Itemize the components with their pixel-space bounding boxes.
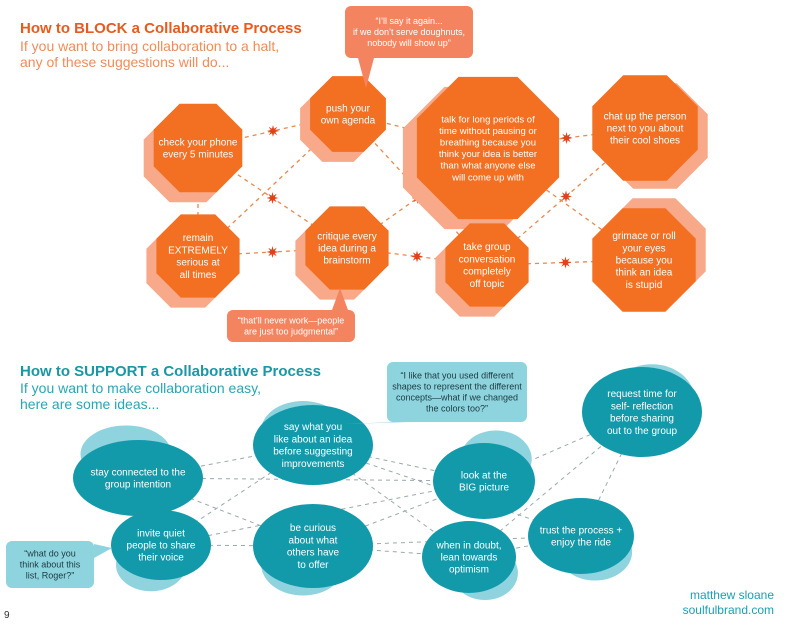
speech-bubble-body — [345, 6, 473, 58]
conflict-starburst-icon — [559, 256, 572, 269]
ellipse-shape — [582, 367, 702, 457]
node-label: trust the process +enjoy the ride — [540, 525, 623, 548]
conflict-starburst-icon — [266, 246, 279, 258]
connector-line — [468, 411, 643, 558]
speech-bubble-doughnuts: “I’ll say it again...if we don’t serve d… — [345, 6, 473, 88]
node-trust-process: trust the process +enjoy the ride — [528, 498, 634, 581]
conflict-starburst-icon — [411, 250, 423, 263]
ellipse-shape — [73, 440, 203, 516]
page-number: 9 — [4, 610, 10, 621]
ellipse-shape — [111, 510, 211, 580]
octagon-shape — [592, 75, 698, 181]
speech-bubble-body — [387, 362, 527, 422]
speech-bubble-body — [6, 541, 94, 588]
connector-line — [160, 444, 314, 546]
conflict-starburst-icon — [267, 125, 279, 137]
octagon-shape — [445, 223, 529, 307]
speech-bubble-body — [227, 310, 355, 342]
speech-bubble-text: “I’ll say it again...if we don’t serve d… — [353, 16, 465, 48]
octagon-shape — [416, 76, 560, 220]
block-section-subtitle: If you want to bring collaboration to a … — [20, 38, 280, 70]
octagon-shape — [153, 103, 243, 193]
conflict-starburst-icon — [560, 132, 573, 144]
connector-line — [160, 480, 485, 546]
ellipse-shape — [528, 498, 634, 574]
block-section-title: How to BLOCK a Collaborative Process — [20, 20, 302, 37]
octagon-shape — [310, 76, 386, 152]
conflict-starburst-icon — [266, 192, 279, 204]
conflict-starburst-icon — [560, 190, 572, 203]
ellipse-shape — [433, 443, 535, 519]
octagon-shape — [305, 206, 389, 290]
connector-line — [137, 444, 314, 479]
ellipse-shape — [253, 405, 373, 485]
ellipse-shape — [422, 521, 516, 593]
octagon-shape — [156, 214, 240, 298]
octagon-shape — [592, 208, 696, 312]
support-section-subtitle: If you want to make collaboration easy, … — [20, 380, 261, 412]
ellipse-shape — [253, 504, 373, 588]
author-credit: matthew sloane soulfulbrand.com — [682, 588, 774, 617]
support-section-title: How to SUPPORT a Collaborative Process — [20, 363, 321, 380]
